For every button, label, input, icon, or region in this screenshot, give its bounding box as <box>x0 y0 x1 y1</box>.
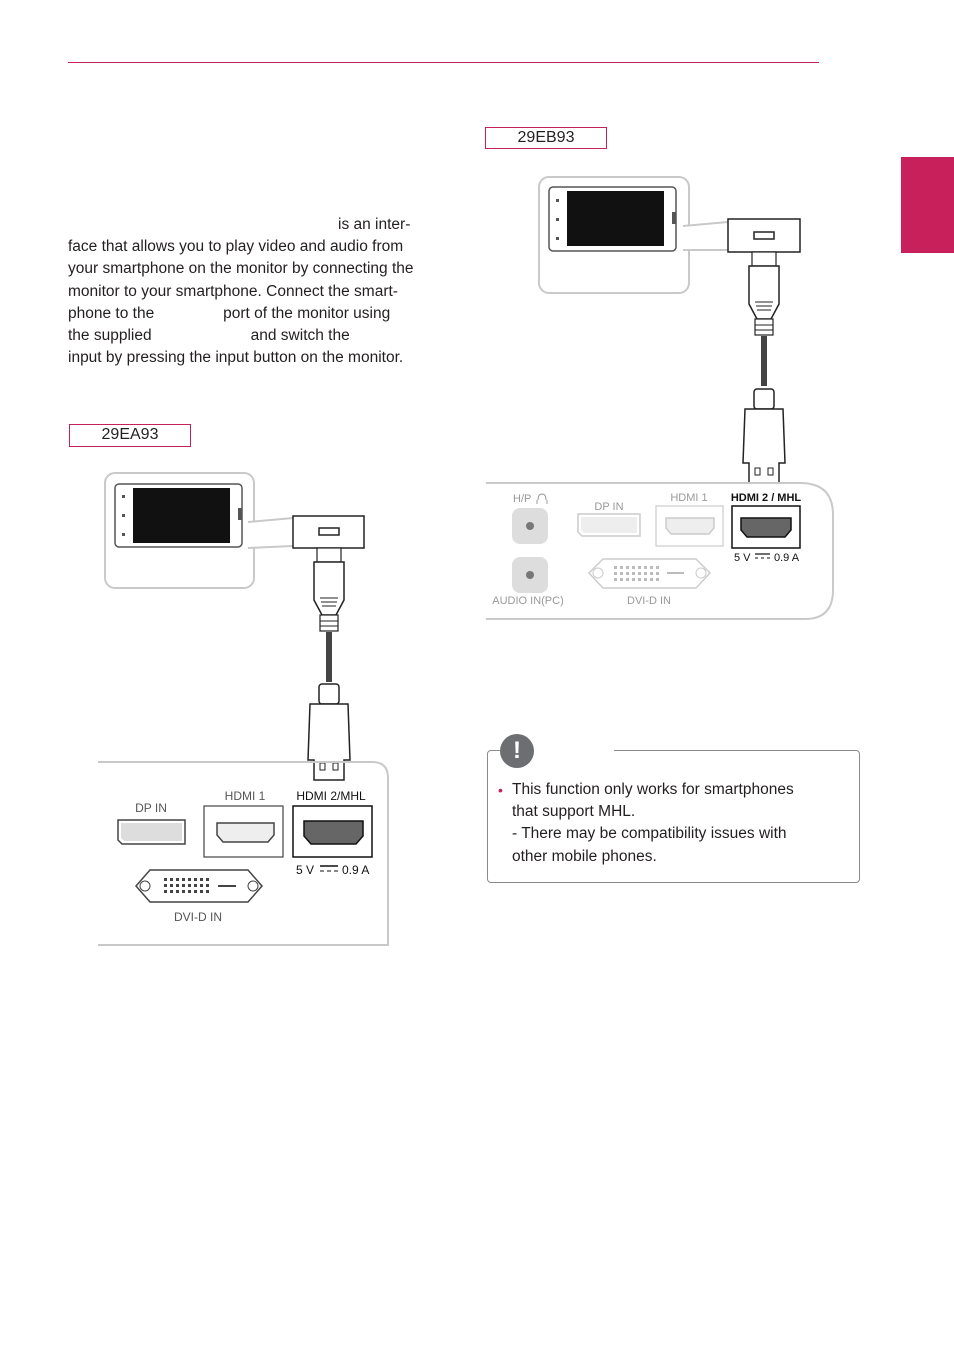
power-amp-label: 0.9 A <box>774 552 800 564</box>
mhl-description: is an inter- face that allows you to pla… <box>68 214 448 369</box>
note-line: This function only works for smartphones <box>512 781 794 798</box>
micro-usb-plug <box>292 515 365 632</box>
top-rule <box>68 62 819 63</box>
note-list: • This function only works for smartphon… <box>498 779 848 868</box>
note-box <box>487 750 860 883</box>
micro-usb-plug <box>727 218 801 336</box>
dp-in-label: DP IN <box>594 501 623 513</box>
hdmi2-mhl-label: HDMI 2/MHL <box>296 789 366 803</box>
audio-in-label: AUDIO IN(PC) <box>492 595 564 607</box>
model-label-29eb93: 29EB93 <box>485 127 607 149</box>
paragraph-line: monitor to your smartphone. Connect the … <box>68 282 398 300</box>
dp-in-label: DP IN <box>135 801 167 815</box>
port-panel-29ea93: DP IN HDMI 1 HDMI 2/MHL 5 V 0.9 A DVI-D … <box>98 761 389 946</box>
paragraph-line: the supplied and switch the <box>68 327 350 345</box>
power-volt-label: 5 V <box>734 552 751 564</box>
note-line: - There may be compatibility issues with <box>512 825 787 843</box>
dvi-label: DVI-D IN <box>174 910 222 924</box>
bullet-icon: • <box>498 782 503 798</box>
paragraph-line: face that allows you to play video and a… <box>68 238 404 256</box>
power-amp-label: 0.9 A <box>342 863 369 877</box>
note-line: that support MHL. <box>512 803 636 821</box>
paragraph-line: your smartphone on the monitor by connec… <box>68 260 414 278</box>
model-label-29ea93: 29EA93 <box>69 424 191 447</box>
hp-label: H/P <box>513 493 531 505</box>
hdmi1-label: HDMI 1 <box>225 789 266 803</box>
hdmi2-mhl-label: HDMI 2 / MHL <box>731 492 802 504</box>
headphone-icon <box>536 493 548 504</box>
hdmi-plug <box>742 388 786 484</box>
language-side-tab <box>901 157 954 253</box>
smartphone-callout <box>538 176 729 294</box>
note-box-gap <box>534 748 614 752</box>
paragraph-line: phone to the port of the monitor using <box>68 304 391 322</box>
cable <box>326 632 332 682</box>
note-line: other mobile phones. <box>512 847 657 865</box>
exclamation-icon: ! <box>500 734 534 768</box>
paragraph-line: input by pressing the input button on th… <box>68 349 404 367</box>
hdmi1-label: HDMI 1 <box>670 492 707 504</box>
port-panel-29eb93: H/P AUDIO IN(PC) DP IN HDMI 1 HDMI 2 / M… <box>486 482 834 620</box>
cable <box>761 336 767 386</box>
power-volt-label: 5 V <box>296 863 314 877</box>
dvi-label: DVI-D IN <box>627 595 671 607</box>
paragraph-line: is an inter- <box>338 216 411 233</box>
smartphone-callout <box>104 472 294 589</box>
